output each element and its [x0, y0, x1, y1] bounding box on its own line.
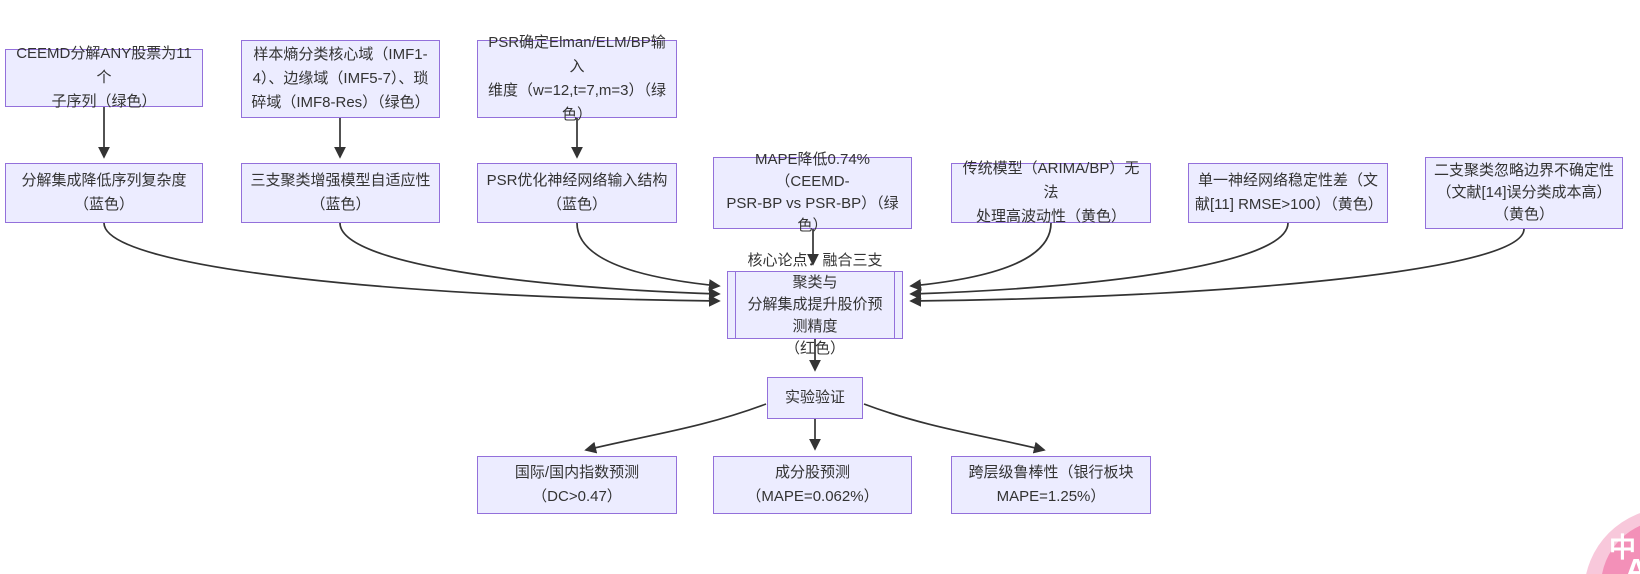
edge-complexity-to-core	[103, 222, 721, 307]
edge-experiment-to-robustness	[863, 403, 1046, 454]
node-index-prediction: 国际/国内指数预测 （DC>0.47）	[477, 456, 677, 514]
node-psr-structure: PSR优化神经网络输入结构 （蓝色）	[477, 163, 677, 223]
edge-threeway-to-core	[339, 222, 721, 300]
node-sample-entropy: 样本熵分类核心域（IMF1- 4）、边缘域（IMF5-7）、琐 碎域（IMF8-…	[241, 40, 440, 118]
node-psr-dimension: PSR确定Elman/ELM/BP输入 维度（w=12,t=7,m=3）（绿 色…	[477, 34, 677, 123]
translate-zh-icon: 中	[1609, 533, 1636, 563]
edge-singlenn-to-core	[909, 222, 1289, 300]
node-mape-improve: MAPE降低0.74%（CEEMD- PSR-BP vs PSR-BP）（绿 色…	[713, 151, 912, 234]
node-traditional-limit: 传统模型（ARIMA/BP）无法 处理高波动性（黄色）	[951, 160, 1151, 225]
node-decompose-complexity: 分解集成降低序列复杂度 （蓝色）	[5, 163, 203, 223]
node-constituent-prediction: 成分股预测 （MAPE=0.062%）	[713, 456, 912, 514]
node-single-nn-unstable: 单一神经网络稳定性差（文 献[11] RMSE>100）（黄色）	[1188, 163, 1388, 223]
node-experiment: 实验验证	[767, 377, 863, 419]
edge-twoway-to-core	[909, 228, 1525, 307]
edge-psrstruct-to-core	[576, 222, 721, 291]
node-two-way-limit: 二支聚类忽略边界不确定性 （文献[14]误分类成本高） （黄色）	[1425, 157, 1623, 229]
node-core-thesis: 核心论点：融合三支聚类与 分解集成提升股价预测精度 （红色）	[727, 252, 903, 357]
node-three-way-adaptive: 三支聚类增强模型自适应性 （蓝色）	[241, 163, 440, 223]
edge-traditional-to-core	[909, 222, 1052, 291]
translate-en-icon: A	[1625, 552, 1640, 574]
node-ceemd-decompose: CEEMD分解ANY股票为11个 子序列（绿色）	[5, 45, 203, 110]
node-robustness: 跨层级鲁棒性（银行板块 MAPE=1.25%）	[951, 456, 1151, 514]
edge-experiment-to-index	[584, 403, 767, 454]
